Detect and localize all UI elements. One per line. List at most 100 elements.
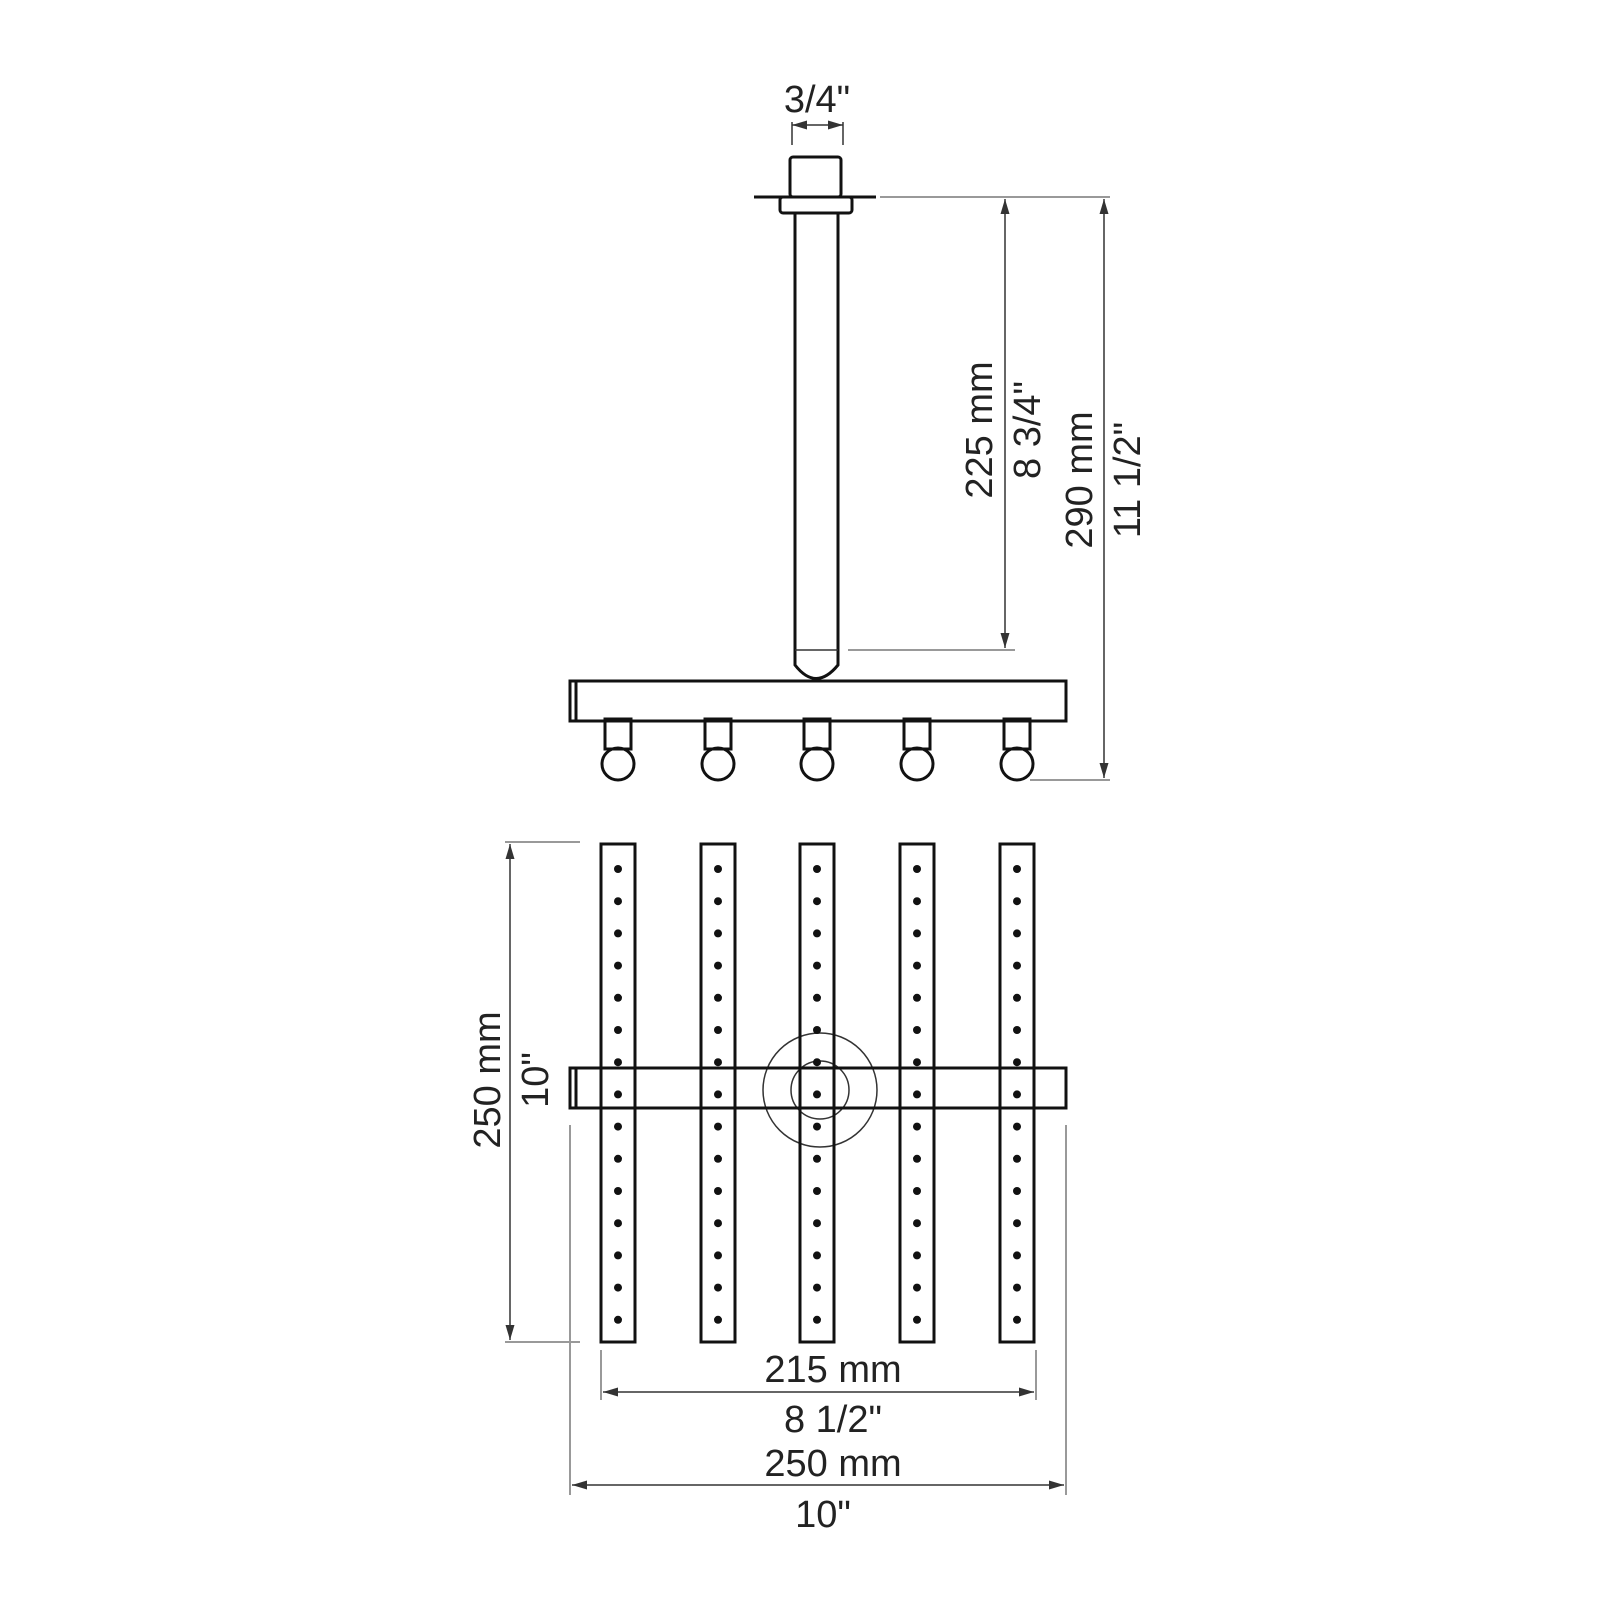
- spray-hole: [614, 1315, 622, 1324]
- spray-hole: [913, 929, 921, 938]
- nozzle-tip: [700, 746, 736, 782]
- spray-hole: [913, 1058, 921, 1067]
- spray-hole: [813, 1090, 821, 1099]
- spray-hole: [813, 993, 821, 1002]
- spray-hole: [714, 1058, 722, 1067]
- nozzle-stem: [902, 717, 932, 751]
- nozzle-tip: [799, 746, 835, 782]
- spray-hole: [1013, 1154, 1021, 1163]
- spray-hole: [714, 1283, 722, 1292]
- spray-hole: [813, 1058, 821, 1067]
- spray-bar: [699, 842, 737, 1344]
- spray-hole: [714, 1187, 722, 1195]
- bar-span-mm-label: 215 mm: [764, 1349, 901, 1391]
- top-view: [568, 842, 1068, 1344]
- spray-hole: [913, 1283, 921, 1292]
- spray-bar: [599, 842, 637, 1344]
- manifold-bar: [568, 679, 1068, 723]
- spray-hole: [913, 1219, 921, 1228]
- spray-hole: [614, 897, 622, 906]
- spray-hole: [913, 865, 921, 873]
- arm-length-mm-label: 225 mm: [959, 361, 1001, 498]
- spray-hole: [614, 1090, 622, 1099]
- spray-hole: [1013, 1219, 1021, 1228]
- head-depth-in-label: 10": [515, 1052, 557, 1108]
- spray-hole: [614, 1219, 622, 1228]
- spray-hole: [614, 993, 622, 1002]
- spray-hole: [714, 1026, 722, 1034]
- spray-hole: [1013, 929, 1021, 938]
- ceiling-arm: [793, 213, 840, 680]
- spray-hole: [913, 1090, 921, 1099]
- spray-hole: [614, 1187, 622, 1195]
- nozzle-stem: [802, 717, 832, 751]
- spray-hole: [813, 865, 821, 873]
- spray-hole: [813, 1251, 821, 1260]
- spray-hole: [913, 961, 921, 970]
- bar-span-in-label: 8 1/2": [784, 1399, 882, 1441]
- spray-hole: [913, 1315, 921, 1324]
- spray-hole: [1013, 865, 1021, 873]
- spray-hole: [813, 1283, 821, 1292]
- spray-hole: [813, 929, 821, 938]
- inlet-fitting: [788, 155, 843, 199]
- spray-hole: [813, 1122, 821, 1131]
- total-height-in-label: 11 1/2": [1107, 422, 1149, 538]
- spray-hole: [813, 961, 821, 970]
- spray-hole: [1013, 1026, 1021, 1034]
- spray-hole: [1013, 1122, 1021, 1131]
- spray-hole: [913, 993, 921, 1002]
- flange: [778, 195, 854, 215]
- dimension-lines: [505, 120, 1110, 1495]
- spray-hole: [813, 1315, 821, 1324]
- spray-hole: [714, 1090, 722, 1099]
- spray-hole: [614, 929, 622, 938]
- spray-hole: [813, 1219, 821, 1228]
- spray-hole: [714, 1219, 722, 1228]
- head-width-in-label: 10": [795, 1494, 851, 1536]
- side-view: [568, 155, 1068, 782]
- spray-hole: [714, 1315, 722, 1324]
- spray-hole: [714, 993, 722, 1002]
- head-width-mm-label: 250 mm: [764, 1443, 901, 1485]
- spray-hole: [614, 961, 622, 970]
- cross-bar: [568, 1066, 1068, 1110]
- spray-hole: [614, 1058, 622, 1067]
- spray-hole: [714, 1251, 722, 1260]
- spray-bar: [798, 842, 836, 1344]
- spray-hole: [714, 1122, 722, 1131]
- spray-hole: [614, 1122, 622, 1131]
- spray-hole: [714, 1154, 722, 1163]
- spray-hole: [913, 1026, 921, 1034]
- spray-hole: [913, 1154, 921, 1163]
- spray-hole: [813, 1154, 821, 1163]
- spray-hole: [913, 1251, 921, 1260]
- total-height-mm-label: 290 mm: [1059, 411, 1101, 548]
- spray-hole: [614, 1251, 622, 1260]
- nozzle-tip: [999, 746, 1035, 782]
- spray-hole: [813, 1026, 821, 1034]
- spray-hole: [1013, 897, 1021, 906]
- inlet-size-label: 3/4": [784, 79, 850, 121]
- spray-hole: [1013, 1058, 1021, 1067]
- nozzles: [600, 717, 1035, 782]
- nozzle-tip: [899, 746, 935, 782]
- spray-hole: [1013, 1315, 1021, 1324]
- nozzle-stem: [603, 717, 633, 751]
- spray-hole: [1013, 993, 1021, 1002]
- head-depth-mm-label: 250 mm: [467, 1011, 509, 1148]
- spray-hole: [1013, 961, 1021, 970]
- flange-outer-circle: [762, 1032, 878, 1148]
- spray-hole: [714, 929, 722, 938]
- spray-hole: [614, 865, 622, 873]
- spray-hole: [813, 897, 821, 906]
- spray-hole: [714, 961, 722, 970]
- spray-hole: [913, 897, 921, 906]
- arm-length-in-label: 8 3/4": [1007, 381, 1049, 479]
- spray-hole: [913, 1122, 921, 1131]
- nozzle-stem: [703, 717, 733, 751]
- spray-hole: [913, 1187, 921, 1195]
- spray-bar: [998, 842, 1036, 1344]
